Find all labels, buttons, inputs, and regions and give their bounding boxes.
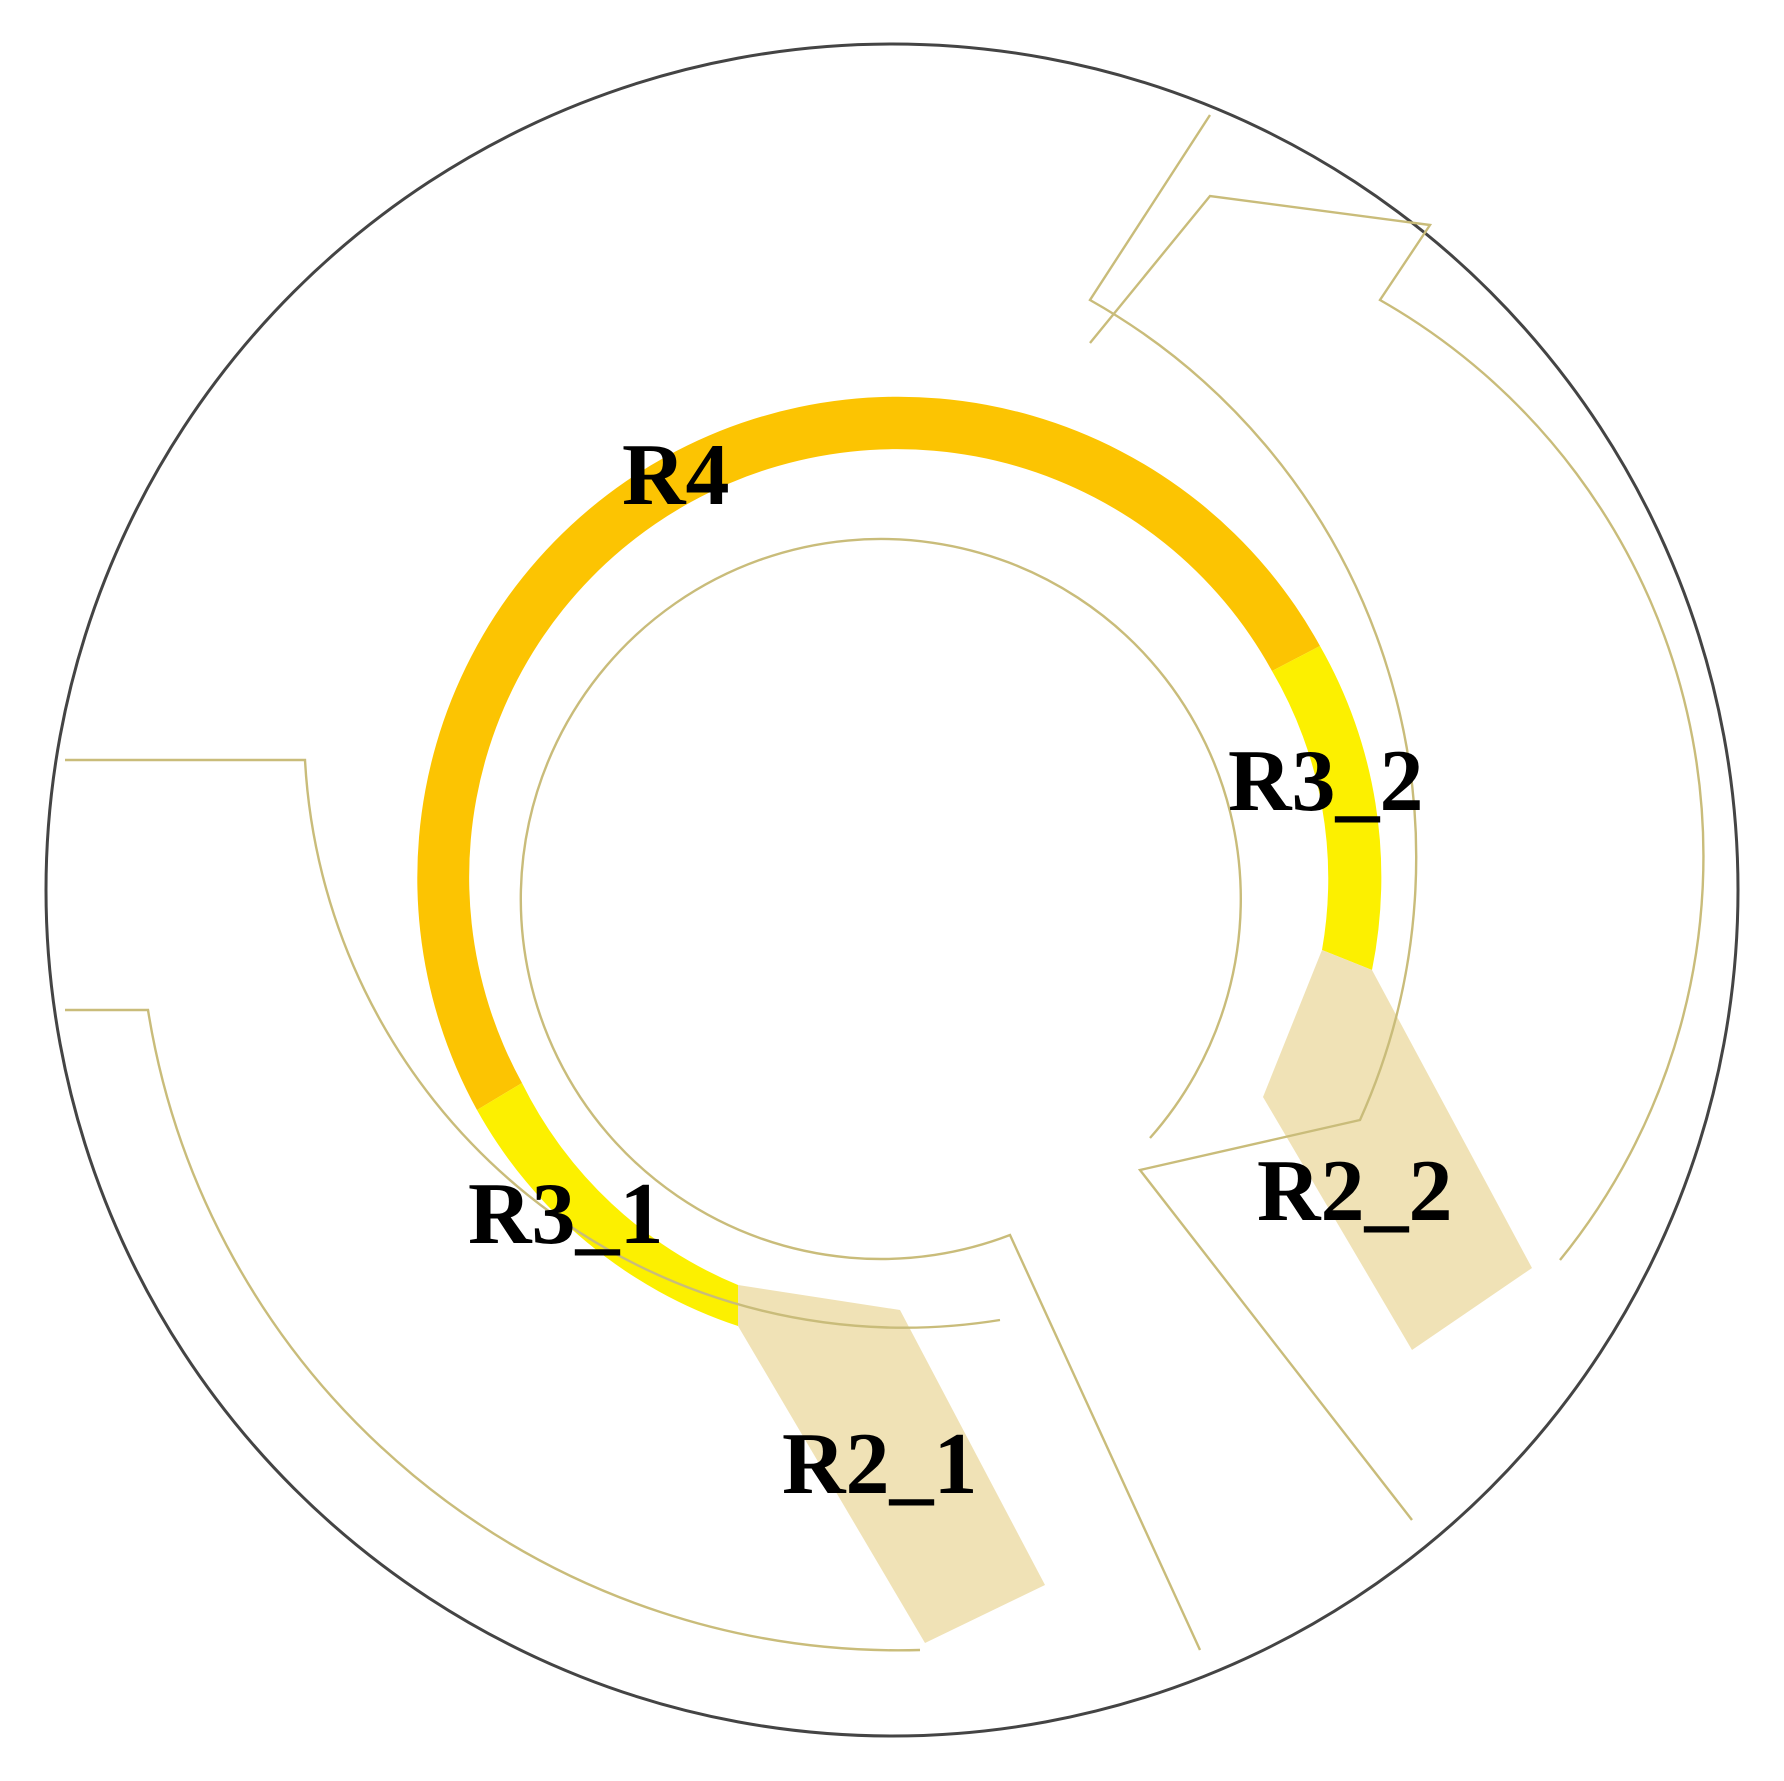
outer-right-channel-outline [1088, 114, 1418, 1521]
middle-channel-outline [1089, 194, 1705, 1261]
label-r2-1: R2_1 [782, 1416, 978, 1513]
left-upper-channel-outline [65, 758, 1001, 1329]
r3-2-region [1272, 646, 1382, 970]
outer-boundary-circle [44, 42, 1740, 1738]
r3-1-region [477, 1083, 738, 1326]
label-r3-1: R3_1 [468, 1166, 664, 1263]
label-r2-2: R2_2 [1257, 1143, 1453, 1240]
r2-2-region [1263, 950, 1532, 1350]
left-lower-channel-outline [65, 1008, 921, 1652]
r2-1-region [738, 1285, 1045, 1643]
label-r3-2: R3_2 [1228, 733, 1424, 830]
label-r4: R4 [622, 427, 730, 524]
inner-channel-outline [519, 537, 1242, 1651]
